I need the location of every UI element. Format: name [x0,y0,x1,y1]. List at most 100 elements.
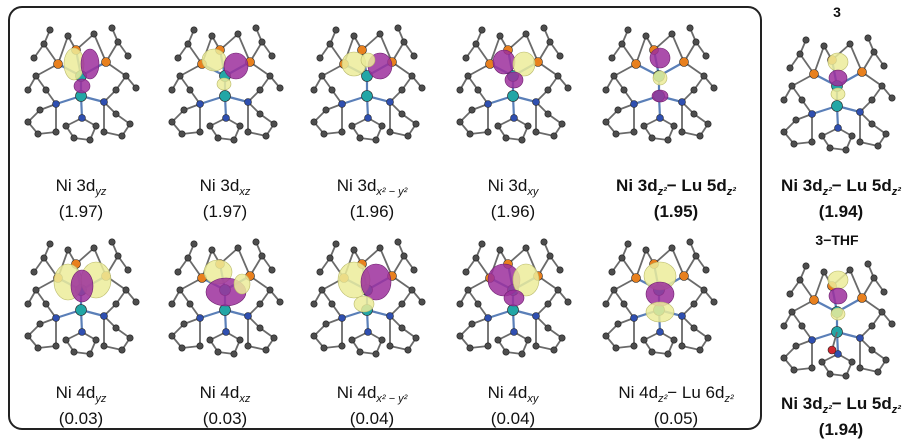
carbon-atom [266,72,274,80]
negative-lobe [223,52,249,80]
carbon-atom [624,240,632,248]
carbon-atom [710,84,718,92]
carbon-atom [30,268,38,276]
carbon-atom [502,134,510,142]
carbon-atom [466,344,474,352]
carbon-atom [494,122,502,130]
carbon-atom [524,336,532,344]
carbon-atom [888,94,896,102]
carbon-atom [310,332,318,340]
carbon-atom [318,72,326,80]
carbon-atom [602,300,610,308]
negative-lobe [828,287,848,305]
carbon-atom [864,34,872,42]
nitrogen-atom [808,336,816,344]
caption-ni-3dxz: Ni 3dxz (1.97) [199,176,251,221]
carbon-atom [802,36,810,44]
carbon-atom [550,346,558,354]
carbon-atom [484,128,492,136]
carbon-atom [408,72,416,80]
carbon-atom [320,130,328,138]
carbon-atom [270,120,278,128]
carbon-atom [42,300,50,308]
carbon-atom [608,268,616,276]
carbon-atom [640,122,648,130]
carbon-atom [602,86,610,94]
carbon-atom [522,244,530,252]
carbon-atom [618,40,626,48]
carbon-atom [668,30,676,38]
carbon-atom [696,346,704,354]
carbon-atom [24,118,32,126]
carbon-atom [404,346,412,354]
carbon-atom [180,106,188,114]
carbon-atom [236,122,244,130]
bond [379,33,393,63]
carbon-atom [502,348,510,356]
carbon-atom [702,52,710,60]
carbon-atom [258,38,266,46]
carbon-atom [52,342,60,350]
nitrogen-atom [484,314,492,322]
carbon-atom [108,238,116,246]
carbon-atom [496,246,504,254]
molecule-ni-3dxz [168,24,284,144]
phosphorus-atom [809,295,819,305]
carbon-atom [30,54,38,62]
carbon-atom [378,122,386,130]
carbon-atom [796,50,804,58]
carbon-atom [350,32,358,40]
carbon-atom [472,254,480,262]
carbon-atom [132,84,140,92]
molecule-ni-4dxz [168,238,284,358]
molecule-ni-4dx2y2 [310,238,426,358]
carbon-atom [648,348,656,356]
nitrogen-atom [244,312,252,320]
carbon-atom [400,252,408,260]
bond [671,33,685,63]
carbon-atom [874,142,882,150]
carbon-atom [230,350,238,358]
carbon-atom [640,336,648,344]
carbon-atom [710,298,718,306]
nitrogen-atom [678,312,686,320]
carbon-atom [842,146,850,154]
carbon-atom [310,86,318,94]
carbon-atom [456,332,464,340]
orbital-panel-frame [8,6,762,430]
carbon-atom [870,48,878,56]
carbon-atom [668,244,676,252]
molecule-3 [780,34,896,154]
carbon-atom [554,286,562,294]
carbon-atom [186,86,194,94]
carbon-atom [880,288,888,296]
positive-lobe [827,270,849,290]
carbon-atom [466,130,474,138]
positive-lobe [360,52,376,68]
molecule-ni-3dyz [24,24,140,144]
carbon-atom [558,334,566,342]
carbon-atom [174,54,182,62]
carbon-atom [276,298,284,306]
carbon-atom [670,122,678,130]
nitrogen-atom [52,314,60,322]
carbon-atom [168,332,176,340]
caption-ni3dz2-lu5dz2-3-thf: Ni 3dz²− Lu 5dz² (1.94) [781,394,901,439]
molecule-ni-4dyz [24,238,140,358]
carbon-atom [418,298,426,306]
nitrogen-atom [100,98,108,106]
bond [813,271,825,301]
carbon-atom [686,24,694,32]
carbon-atom [532,128,540,136]
carbon-atom [848,132,856,140]
carbon-atom [468,320,476,328]
carbon-atom [184,40,192,48]
carbon-atom [564,84,572,92]
negative-lobe [649,47,671,69]
carbon-atom [32,72,40,80]
bond [671,247,685,277]
carbon-atom [690,110,698,118]
negative-lobe [70,269,94,303]
carbon-atom [478,240,486,248]
molecule-ni-4dxy [456,238,572,358]
